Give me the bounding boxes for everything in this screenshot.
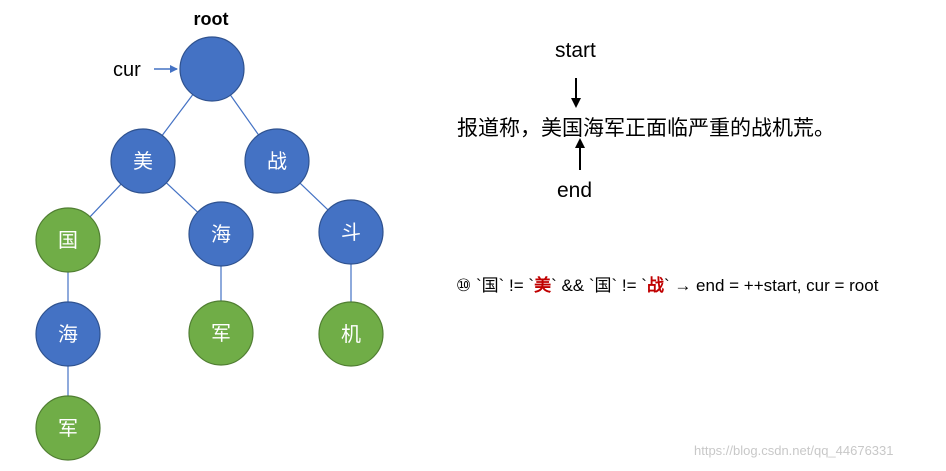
node-char: 海 bbox=[211, 222, 231, 246]
end-pointer-label: end bbox=[557, 179, 593, 202]
tree-node-mei: 美 bbox=[110, 128, 176, 194]
step-char-highlight-1: 美 bbox=[534, 276, 552, 295]
edge-mei-hai1 bbox=[165, 182, 199, 213]
input-sentence: 报道称，美国海军正面临严重的战机荒。 bbox=[457, 117, 835, 140]
tree-node-dou: 斗 bbox=[318, 199, 384, 265]
tree-node-hai1: 海 bbox=[188, 201, 254, 267]
step-text-pre: `国` != ` bbox=[471, 276, 535, 295]
edge-zhan-dou bbox=[299, 182, 329, 211]
node-char: 海 bbox=[58, 322, 78, 346]
node-circle bbox=[35, 207, 101, 273]
root-label: root bbox=[194, 9, 229, 29]
tree-node-root bbox=[179, 36, 245, 102]
tree-node-jun2: 军 bbox=[35, 395, 101, 461]
node-char: 国 bbox=[58, 228, 78, 252]
edge-root-mei bbox=[161, 94, 194, 136]
node-circle bbox=[318, 199, 384, 265]
step-number: ⑩ bbox=[456, 276, 472, 295]
node-circle bbox=[179, 36, 245, 102]
tree-edges bbox=[67, 94, 352, 396]
node-char: 机 bbox=[341, 322, 361, 346]
start-pointer-label: start bbox=[555, 39, 596, 62]
tree-node-jun1: 军 bbox=[188, 300, 254, 366]
step-text-post: ` → end = ++start, cur = root bbox=[663, 276, 879, 295]
watermark: https://blog.csdn.net/qq_44676331 bbox=[694, 443, 894, 458]
node-circle bbox=[110, 128, 176, 194]
step-text-mid: ` && `国` != ` bbox=[551, 276, 647, 295]
tree-node-hai2: 海 bbox=[35, 301, 101, 367]
tree-node-zhan: 战 bbox=[244, 128, 310, 194]
node-circle bbox=[318, 301, 384, 367]
node-circle bbox=[244, 128, 310, 194]
node-circle bbox=[188, 300, 254, 366]
node-circle bbox=[35, 301, 101, 367]
step-char-highlight-2: 战 bbox=[646, 276, 664, 295]
edge-root-zhan bbox=[229, 94, 260, 136]
node-circle bbox=[35, 395, 101, 461]
tree-nodes: 美战国海斗海军机军 bbox=[35, 36, 384, 461]
node-char: 斗 bbox=[341, 220, 361, 244]
node-char: 战 bbox=[267, 149, 287, 173]
node-char: 军 bbox=[58, 416, 78, 440]
cur-label: cur bbox=[113, 59, 141, 81]
node-char: 军 bbox=[211, 321, 231, 345]
node-char: 美 bbox=[133, 149, 153, 173]
tree-node-ji: 机 bbox=[318, 301, 384, 367]
node-circle bbox=[188, 201, 254, 267]
step-description: ⑩ `国` != `美` && `国` != `战` → end = ++sta… bbox=[456, 271, 878, 296]
tree-node-guo: 国 bbox=[35, 207, 101, 273]
edge-mei-guo bbox=[89, 183, 122, 218]
